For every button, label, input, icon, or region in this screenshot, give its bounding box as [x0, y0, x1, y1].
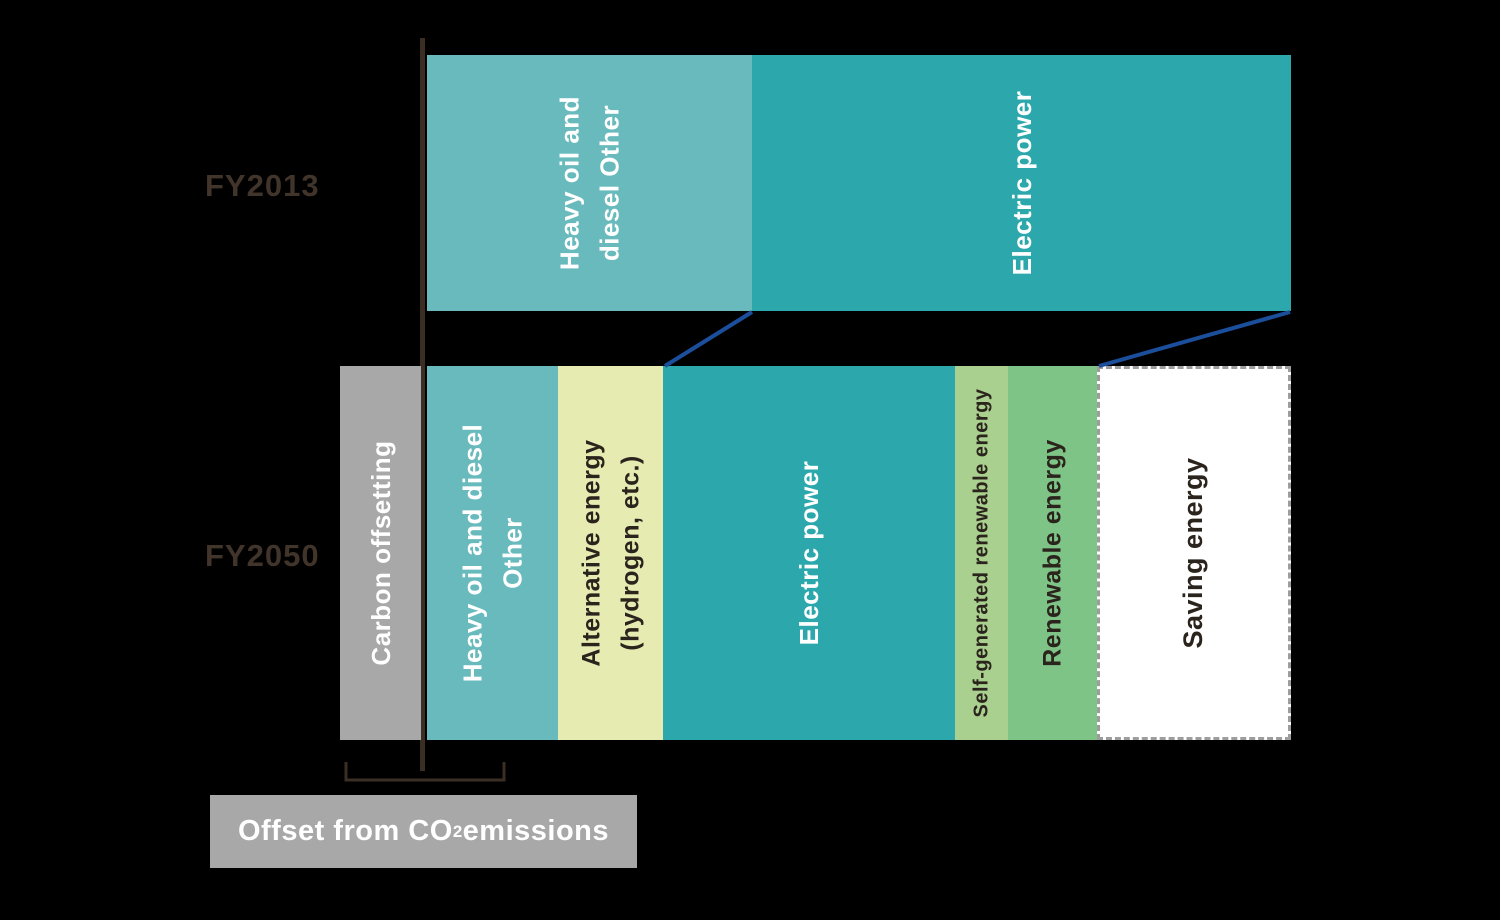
fy2050-segment-alternative-energy-label: Alternative energy (hydrogen, etc.)	[576, 439, 644, 667]
offset-bracket	[344, 762, 506, 782]
fy2050-segment-self-generated-renewable-energy-label: Self-generated renewable energy	[970, 388, 992, 718]
fy2050-label: FY2050	[205, 538, 320, 573]
fy2050-segment-heavy-oil-diesel-other: Heavy oil and diesel Other	[427, 366, 558, 740]
fy2050-segment-carbon-offsetting: Carbon offsetting	[340, 366, 421, 740]
fy2050-segment-self-generated-renewable-energy: Self-generated renewable energy	[955, 366, 1008, 740]
connector-line-right	[1098, 310, 1291, 368]
fy2050-segment-carbon-offsetting-label: Carbon offsetting	[365, 440, 396, 666]
fy2013-segment-heavy-oil-diesel-other: Heavy oil and diesel Other	[427, 55, 752, 311]
fy2050-segment-heavy-oil-diesel-other-label: Heavy oil and diesel Other	[457, 423, 528, 683]
offset-callout-text-prefix: Offset from CO	[237, 815, 453, 847]
axis-line	[420, 38, 425, 771]
connector-line-left	[663, 310, 754, 368]
fy2050-segment-saving-energy: Saving energy	[1097, 366, 1291, 740]
fy2013-segment-electric-power-label: Electric power	[1006, 90, 1037, 276]
fy2050-segment-electric-power-label: Electric power	[793, 460, 824, 646]
fy2050-segment-saving-energy-label: Saving energy	[1178, 457, 1209, 649]
fy2050-segment-alternative-energy: Alternative energy (hydrogen, etc.)	[558, 366, 663, 740]
fy2050-segment-electric-power: Electric power	[663, 366, 955, 740]
fy2013-segment-heavy-oil-diesel-other-label: Heavy oil and diesel Other	[554, 95, 625, 271]
fy2013-segment-electric-power: Electric power	[752, 55, 1291, 311]
offset-callout-text-suffix: emissions	[462, 815, 610, 847]
fy2013-label: FY2013	[205, 168, 320, 203]
fy2050-segment-renewable-energy-label: Renewable energy	[1038, 439, 1067, 667]
fy2050-segment-renewable-energy: Renewable energy	[1008, 366, 1097, 740]
